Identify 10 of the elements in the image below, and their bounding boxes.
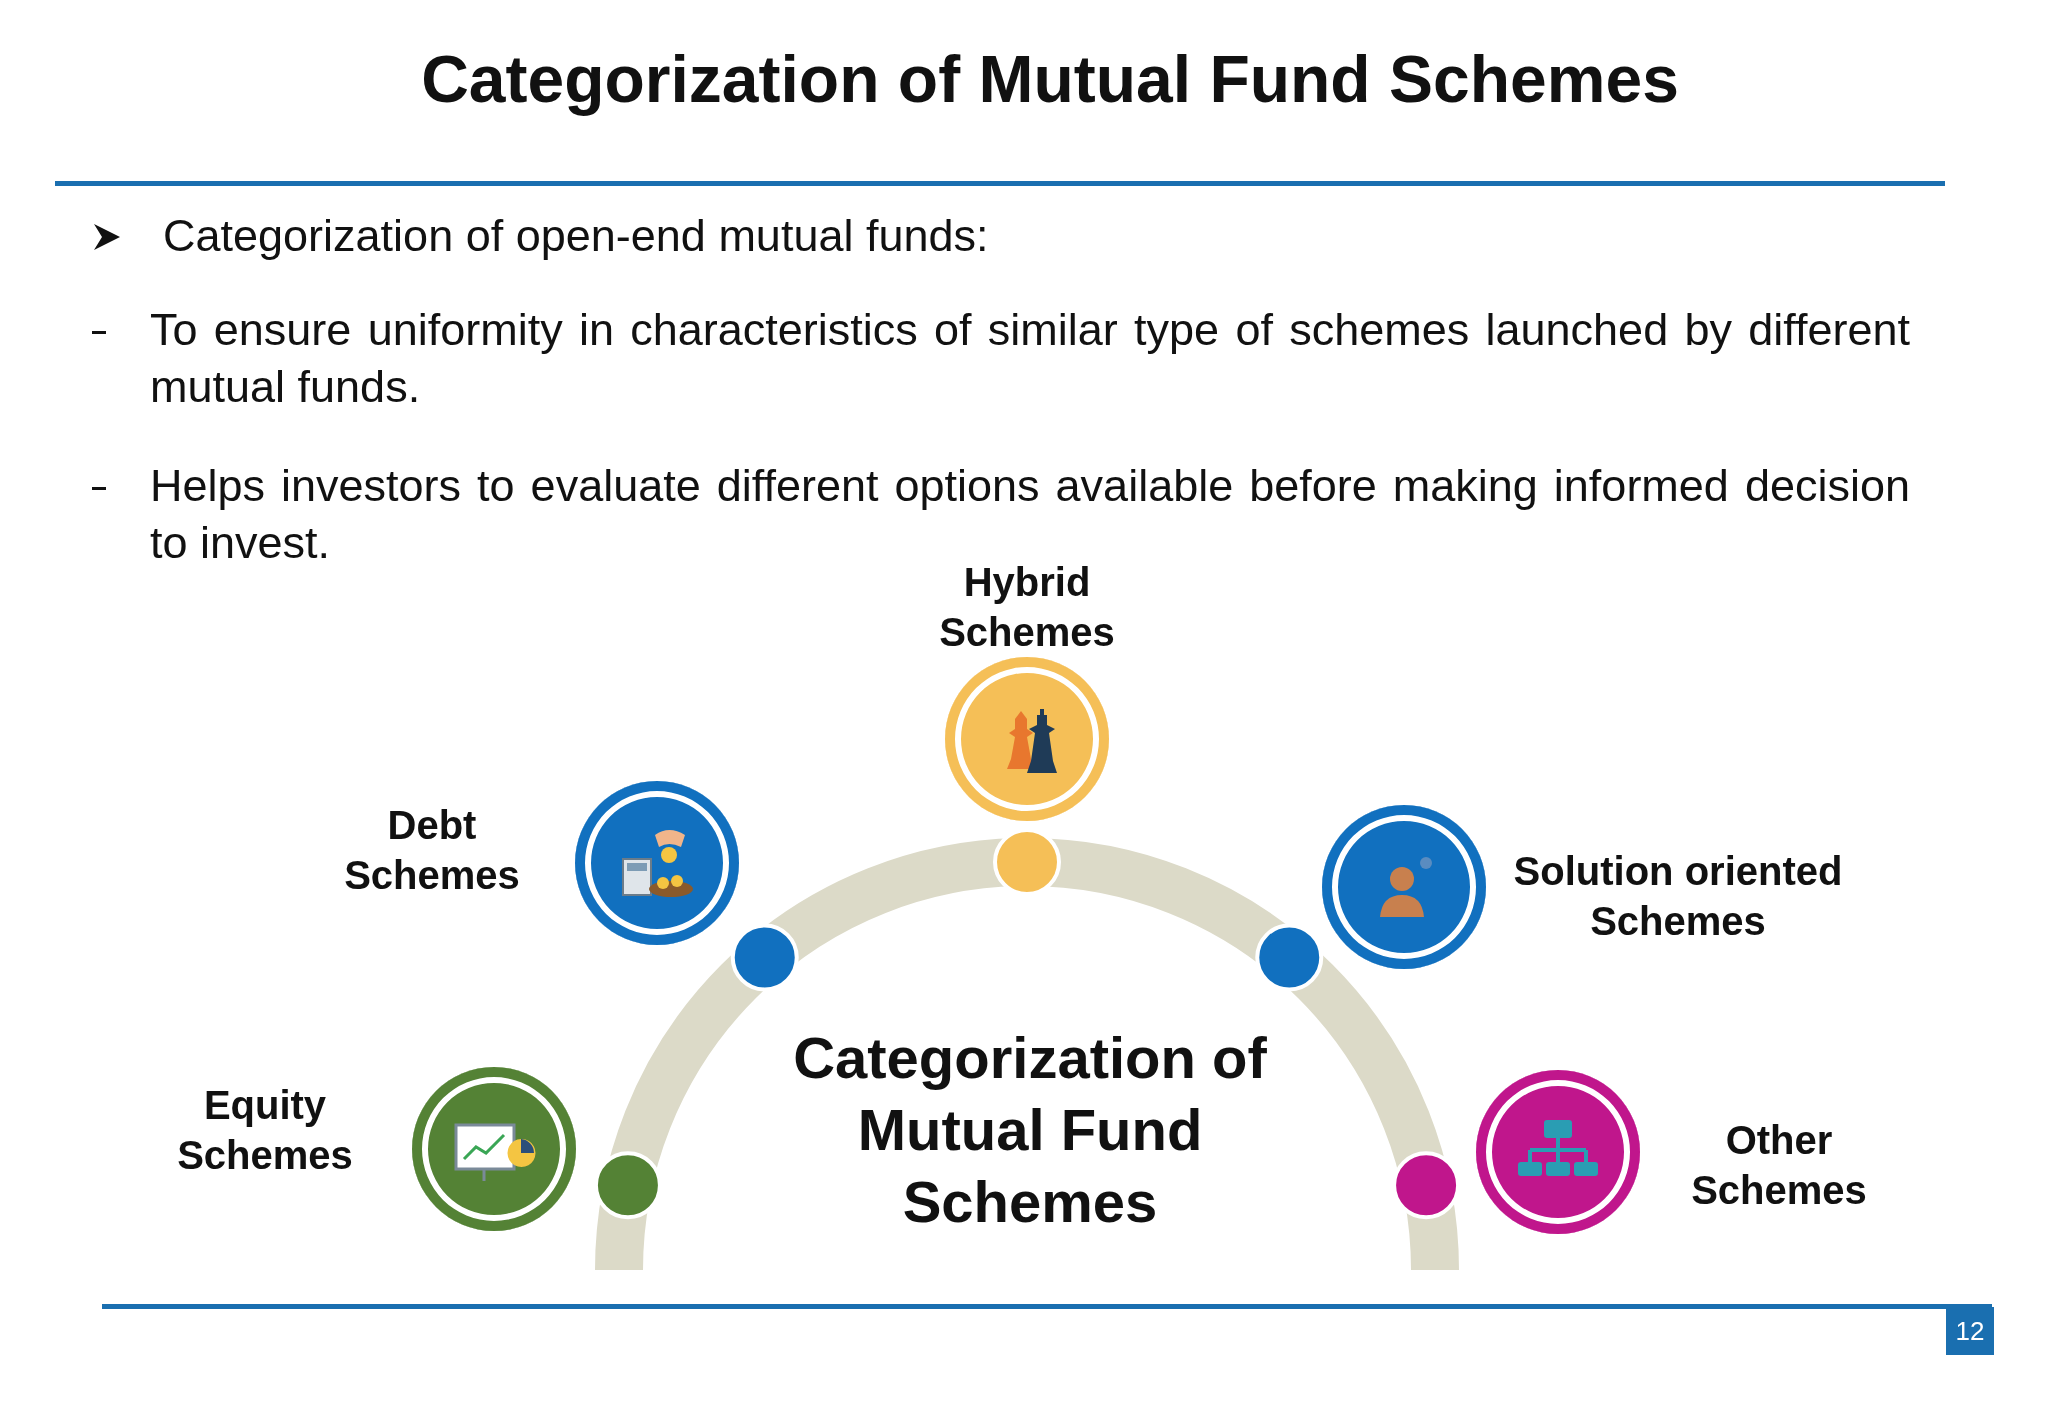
scheme-label: Other Schemes bbox=[1690, 1117, 1868, 1214]
scheme-label: Equity Schemes bbox=[176, 1082, 354, 1179]
page-number: 12 bbox=[1946, 1307, 1994, 1355]
paragraph-text: To ensure uniformity in characteristics of similar type of schemes launched by different mutual funds. bbox=[150, 303, 1910, 414]
scheme-label: Solution oriented Schemes bbox=[1512, 848, 1844, 945]
bullet-text: Categorization of open-end mutual funds: bbox=[163, 209, 990, 263]
scheme-label: Debt Schemes bbox=[343, 802, 521, 899]
scheme-label: Hybrid Schemes bbox=[938, 559, 1116, 656]
slide-title: Categorization of Mutual Fund Schemes bbox=[420, 41, 1680, 118]
center-heading: Categorization of Mutual Fund Schemes bbox=[792, 1024, 1268, 1236]
